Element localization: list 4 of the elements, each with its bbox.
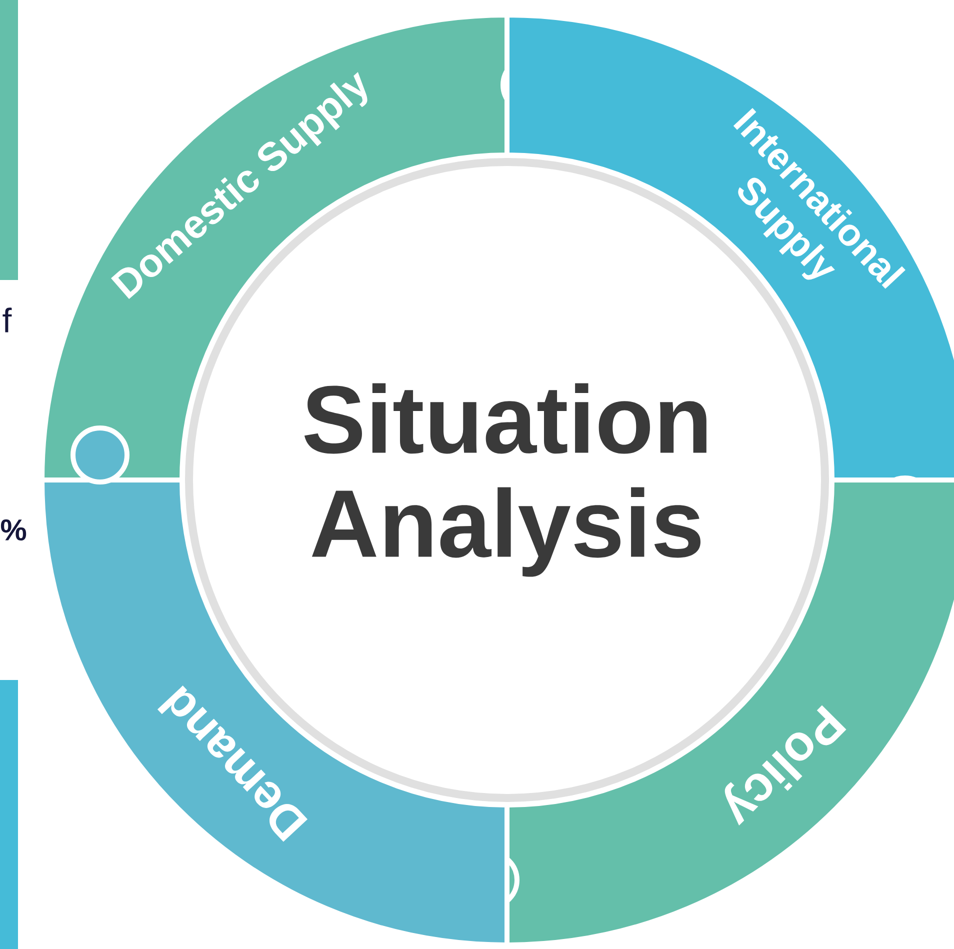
text-fragment: % (0, 519, 26, 541)
side-bar (0, 680, 18, 949)
text-fragment: f (2, 308, 12, 332)
side-bar (0, 0, 18, 280)
